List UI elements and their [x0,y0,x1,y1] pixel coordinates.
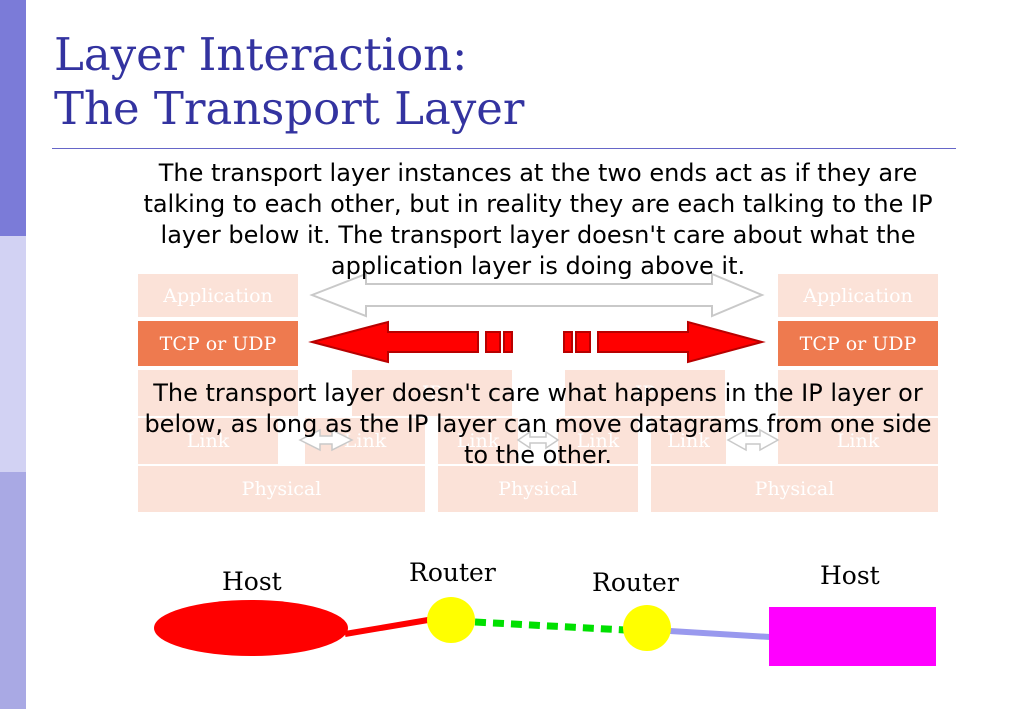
right-link-box: Link [778,418,938,464]
transport-arrow-right-dash2 [575,331,591,353]
right-physical-box: Physical [651,466,938,512]
host-right-shape [769,607,936,666]
transport-arrow-left [308,320,479,364]
sidebar-band [0,0,26,709]
application-arrow [309,272,765,318]
router2-ip-box: IP [565,370,725,416]
host-left-shape [154,600,348,656]
left-ip-box [138,370,298,416]
sidebar-band-top [0,0,26,236]
router2-label: Router [592,568,679,597]
transport-arrow-left-dash2 [503,331,513,353]
paragraph-transport-ip: The transport layer doesn't care what ha… [144,379,932,469]
router1-router2-link [474,618,626,634]
left-tcp-udp-box: TCP or UDP [138,321,298,366]
router1-label: Router [409,558,496,587]
host1-router1-link [344,617,429,637]
host-left-label: Host [222,567,282,596]
right-tcp-udp-box: TCP or UDP [778,321,938,366]
title-line-2: The Transport Layer [54,82,525,135]
left-application-box: Application [138,274,298,317]
sidebar-band-bottom [0,472,26,709]
router2-link-b-box: Link [651,418,726,464]
right-application-box: Application [778,274,938,317]
link-arrow-1 [298,428,354,452]
left-link-box: Link [138,418,278,464]
title-divider [52,148,956,149]
router1-ip-box: IP [352,370,512,416]
transport-arrow-right [597,320,766,364]
right-ip-box [778,370,938,416]
router2-link-a-box: Link [558,418,638,464]
router1-shape [427,597,475,643]
link-arrow-2 [516,430,560,450]
host-right-label: Host [820,561,880,590]
slide-title: Layer Interaction: The Transport Layer [54,28,954,136]
transport-arrow-left-dash1 [485,331,501,353]
middle-physical-box: Physical [438,466,638,512]
link-arrow-3 [726,428,780,452]
title-line-1: Layer Interaction: [54,28,468,81]
router1-link-b-box: Link [438,418,518,464]
router2-shape [623,605,671,651]
router2-host2-link [669,628,771,640]
transport-arrow-right-dash1 [563,331,573,353]
left-physical-box: Physical [138,466,425,512]
sidebar-band-middle [0,236,26,472]
paragraph-transport-peer: The transport layer instances at the two… [143,159,933,280]
